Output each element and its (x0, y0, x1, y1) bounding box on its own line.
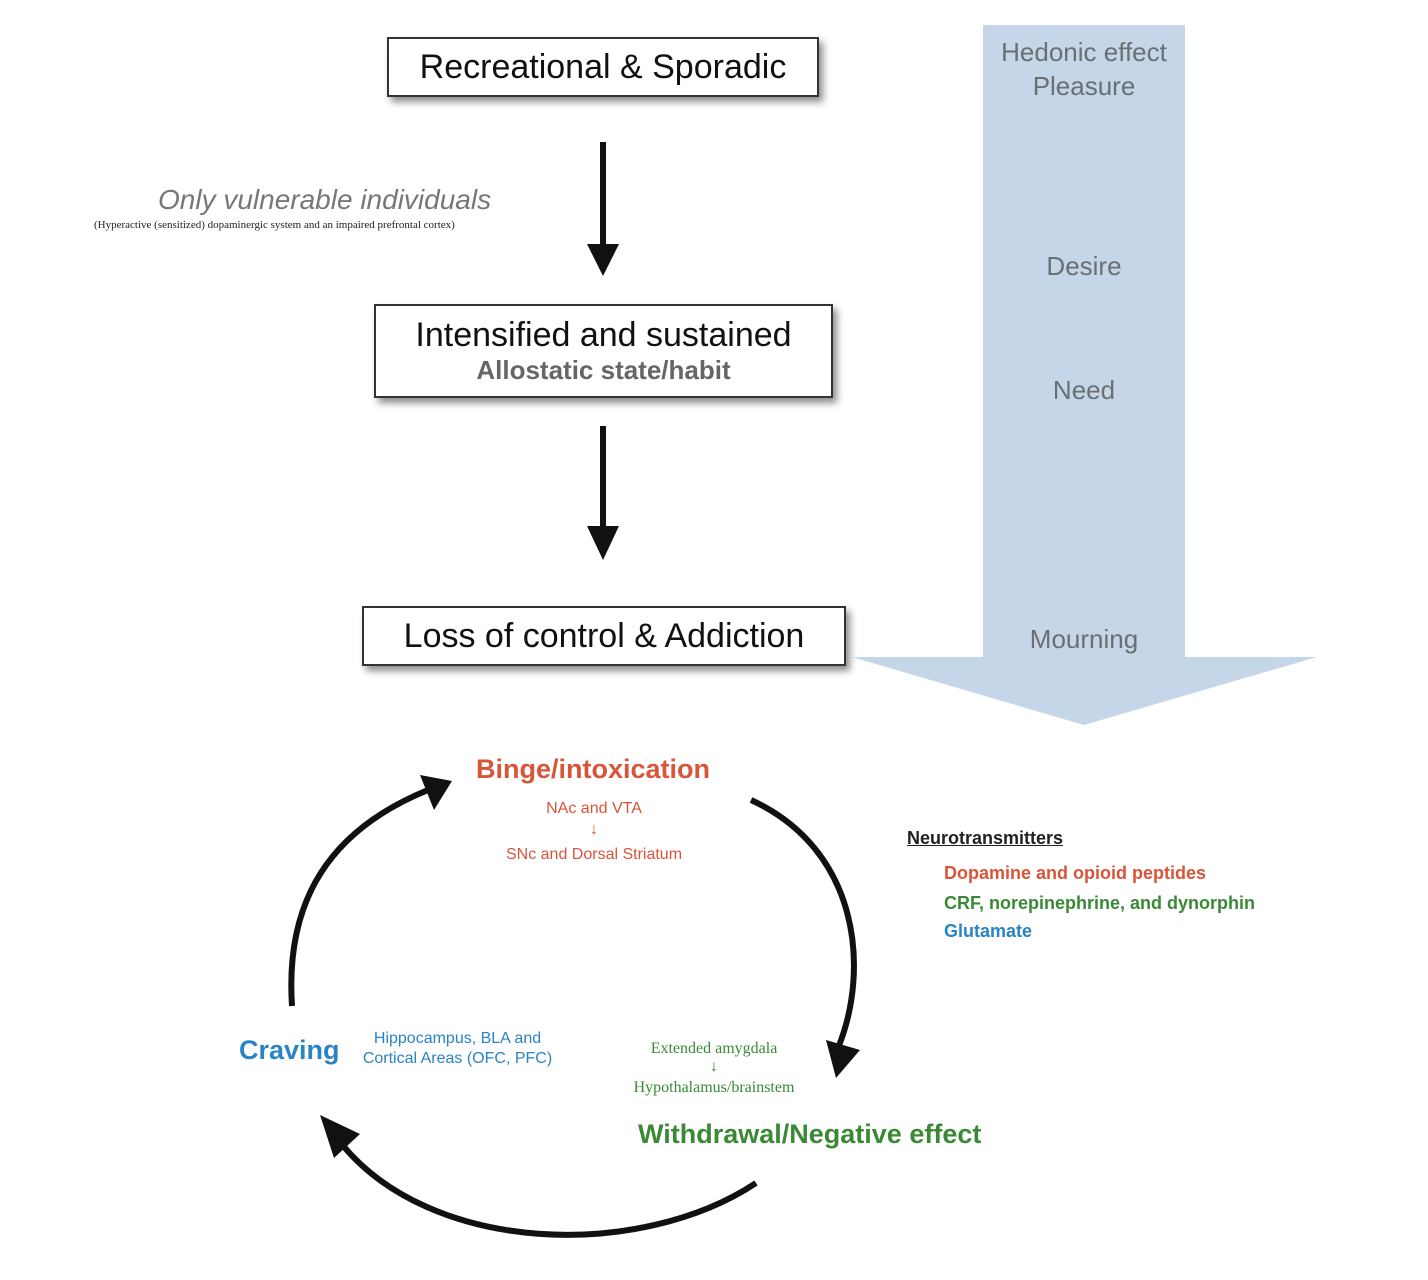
cycle-arrow-craving-to-binge (288, 787, 430, 1007)
stage-recreational-title: Recreational & Sporadic (419, 48, 787, 86)
stage-intensified-box: Intensified and sustained Allostatic sta… (374, 304, 833, 398)
neurotransmitter-crf: CRF, norepinephrine, and dynorphin (944, 893, 1256, 913)
cycle-arrow-binge-to-withdrawal (749, 797, 857, 1050)
hedonic-label-hedonic-effect: Hedonic effect (1001, 37, 1167, 67)
withdrawal-region-arrow: ↓ (710, 1058, 718, 1075)
hedonic-label-need: Need (1052, 375, 1116, 405)
hedonic-label-desire: Desire (1046, 251, 1122, 281)
craving-region-line1: Hippocampus, BLA and (373, 1030, 542, 1047)
cycle-arrowhead-craving (320, 1115, 360, 1158)
cycle-arrowhead-binge (420, 775, 452, 810)
craving-label: Craving (239, 1035, 340, 1065)
hedonic-label-pleasure: Pleasure (1032, 71, 1136, 101)
stage-arrow-1 (587, 142, 619, 276)
binge-region-arrow: ↓ (590, 821, 598, 838)
craving-region-line2: Cortical Areas (OFC, PFC) (362, 1050, 553, 1067)
cycle-arrow-withdrawal-to-craving (337, 1140, 758, 1238)
withdrawal-region-bottom: Hypothalamus/brainstem (633, 1079, 795, 1096)
hedonic-arrow (852, 25, 1317, 725)
cycle-arrowhead-withdrawal (826, 1040, 860, 1078)
vulnerable-title: Only vulnerable individuals (158, 184, 492, 215)
withdrawal-label: Withdrawal/Negative effect (638, 1119, 982, 1149)
stage-recreational-box: Recreational & Sporadic (387, 37, 819, 97)
binge-region-top: NAc and VTA (546, 800, 642, 817)
stage-intensified-title: Intensified and sustained (415, 316, 792, 354)
stage-loss-box: Loss of control & Addiction (362, 606, 846, 666)
binge-label: Binge/intoxication (476, 754, 711, 784)
stage-loss-title: Loss of control & Addiction (403, 617, 805, 655)
neurotransmitters-heading: Neurotransmitters (907, 828, 1064, 848)
stage-arrow-2 (587, 426, 619, 560)
binge-region-bottom: SNc and Dorsal Striatum (505, 846, 683, 863)
withdrawal-region-top: Extended amygdala (650, 1040, 778, 1057)
vulnerable-note: (Hyperactive (sensitized) dopaminergic s… (94, 219, 455, 231)
stage-intensified-subtitle: Allostatic state/habit (476, 355, 731, 385)
neurotransmitter-glutamate: Glutamate (944, 921, 1033, 941)
neurotransmitter-dopamine: Dopamine and opioid peptides (944, 863, 1207, 883)
hedonic-label-mourning: Mourning (1029, 624, 1139, 654)
